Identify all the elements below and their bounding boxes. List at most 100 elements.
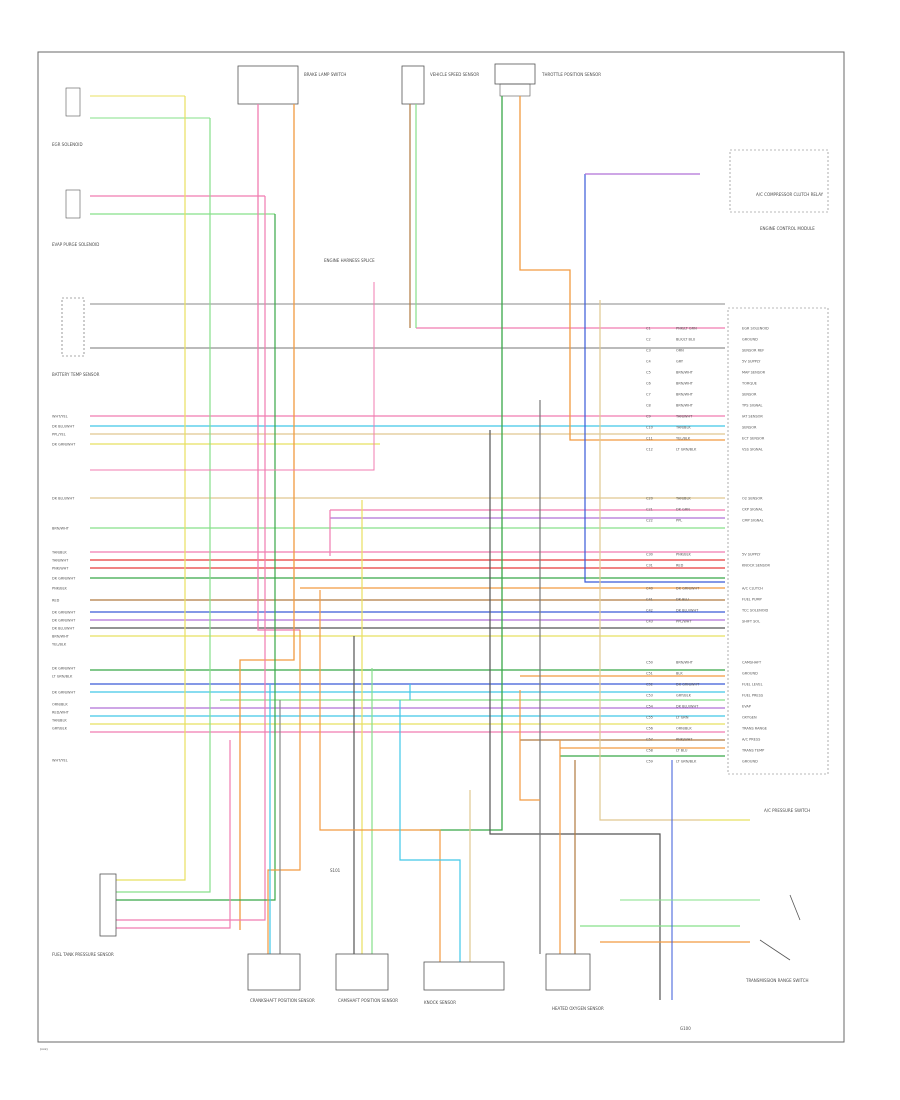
ecm-pin-code: C7 (646, 393, 651, 397)
oxygen-sensor: HEATED OXYGEN SENSOR (545, 953, 604, 1011)
left-wire-label: DK GRN/WHT (52, 691, 76, 695)
camshaft-sensor-label: CAMSHAFT POSITION SENSOR (338, 998, 398, 1003)
left-wire-label: WHT/YEL (52, 415, 68, 419)
left-wire-label: DK BLU/WHT (52, 627, 75, 631)
ecm-pin-desc: TORQUE (741, 382, 757, 386)
vehicle-speed-sensor-label: VEHICLE SPEED SENSOR (430, 72, 479, 77)
oxygen-sensor-label: HEATED OXYGEN SENSOR (552, 1006, 604, 1011)
ecm-pin-code: C12 (646, 448, 653, 452)
ecm-pin-desc: FUEL PUMP (742, 598, 762, 602)
ecm-pin-code: C20 (646, 497, 653, 501)
ecm-pin-code: C52 (646, 683, 653, 687)
ecm-pin-code: C9 (646, 415, 651, 419)
ecm-pin-code: C1 (646, 327, 651, 331)
ecm-pin-wire: GRY/BLK (676, 694, 692, 698)
ecm-pin-code: C22 (646, 519, 653, 523)
ecm-label: ENGINE CONTROL MODULE (760, 226, 815, 231)
brake-lamp-switch: BRAKE LAMP SWITCH (237, 65, 346, 105)
ecm-pin-wire: BLK/LT BLU (676, 338, 696, 342)
ecm-pin-desc: SENSOR (742, 426, 757, 430)
ecm-pin-wire: ORN (676, 349, 684, 353)
ecm-pin-code: C31 (646, 564, 653, 568)
ecm-pin-desc: MAP SENSOR (742, 371, 766, 375)
ecm-pin-wire: PPL (676, 519, 682, 523)
left-wire-label: DK GRN/WHT (52, 611, 76, 615)
wire (420, 96, 503, 831)
ecm-pin-wire: LT GRN (676, 716, 689, 720)
left-wire-label: LT GRN/BLK (52, 675, 73, 679)
ecm-pin-desc: OXYGEN (742, 716, 757, 720)
ecm-pin-wire: BRN/WHT (676, 371, 694, 375)
ecm-pin-code: C41 (646, 598, 653, 602)
ecm-pin-code: C6 (646, 382, 651, 386)
ecm-pin-wire: DK BLU/WHT (676, 705, 699, 709)
ecm-pin-desc: TRANS RANGE (741, 727, 767, 731)
crankshaft-sensor-label: CRANKSHAFT POSITION SENSOR (250, 998, 315, 1003)
trans-range-switch-label: TRANSMISSION RANGE SWITCH (745, 978, 809, 983)
wire (599, 300, 700, 821)
ecm-pin-code: C59 (646, 760, 653, 764)
left-wire-label: DK BLU/WHT (52, 425, 75, 429)
throttle-position-sensor: THROTTLE POSITION SENSOR (494, 63, 601, 97)
left-wire-label: GRY/BLK (52, 727, 68, 731)
ecm-pin-wire: GRY (676, 360, 684, 364)
ecm-pin-desc: TPS SIGNAL (741, 404, 763, 408)
left-wire-label: DK GRN/WHT (52, 619, 76, 623)
ecm-pin-desc: KNOCK SENSOR (742, 564, 771, 568)
camshaft-sensor: CAMSHAFT POSITION SENSOR (335, 953, 398, 1003)
left-wire-label: RED (52, 599, 60, 603)
wire (257, 104, 300, 631)
ecm-pin-wire: ORN/BLK (676, 727, 692, 731)
ecm-pin-wire: BRN/WHT (676, 661, 694, 665)
brake-lamp-switch-label: BRAKE LAMP SWITCH (304, 72, 346, 77)
ecm-pin-wire: TAN/BLK (675, 497, 691, 501)
footer-code: (xxx) (40, 1047, 48, 1051)
ecm-pin-desc: GROUND (742, 760, 758, 764)
ground-label: G100 (680, 1026, 691, 1031)
crankshaft-sensor: CRANKSHAFT POSITION SENSOR (247, 953, 315, 1003)
ecm-pin-desc: SENSOR REF (742, 349, 764, 353)
ecm-pin-code: C56 (646, 727, 653, 731)
ecm-pin-desc: EGR SOLENOID (742, 327, 769, 331)
ecm-pin-wire: BRN/WHT (676, 404, 694, 408)
ecm-pin-wire: YEL/BLK (676, 437, 691, 441)
diagram-border (37, 51, 845, 1043)
ac-pressure-switch: A/C PRESSURE SWITCH (764, 808, 810, 813)
ecm-pin-wire: LT BLU (676, 749, 688, 753)
wire-layer (90, 95, 760, 1000)
left-wire-label: DK BLU/WHT (52, 497, 75, 501)
ecm-pin-desc: CMP SIGNAL (742, 519, 764, 523)
ac-compressor-relay: A/C COMPRESSOR CLUTCH RELAY (729, 149, 829, 213)
ecm-pin-wire: BLK (676, 672, 683, 676)
egr-solenoid: EGR SOLENOID (52, 87, 83, 147)
ecm-pin-desc: GROUND (742, 672, 758, 676)
ecm-pin-desc: TRANS TEMP (741, 749, 764, 753)
ecm-pin-wire: RED (676, 564, 684, 568)
ecm-pin-wire: TAN/WHT (675, 415, 693, 419)
ac-compressor-relay-label: A/C COMPRESSOR CLUTCH RELAY (756, 192, 824, 197)
wire (90, 282, 375, 471)
ecm-pin-desc: SHIFT SOL (742, 620, 760, 624)
wire (399, 700, 461, 962)
ecm-pin-wire: DK BLU/WHT (676, 609, 699, 613)
egr-solenoid-label: EGR SOLENOID (52, 142, 83, 147)
fuel-tank-sensor-label: FUEL TANK PRESSURE SENSOR (52, 952, 114, 957)
ecm-pin-wire: BRN/WHT (676, 382, 694, 386)
ecm-pin-code: C10 (646, 426, 653, 430)
left-wire-label: RED/WHT (52, 711, 70, 715)
ecm-pin-code: C58 (646, 749, 653, 753)
ecm-pin-code: C57 (646, 738, 653, 742)
evap-solenoid-label: EVAP PURGE SOLENOID (52, 242, 99, 247)
vehicle-speed-sensor: VEHICLE SPEED SENSOR (401, 65, 479, 105)
junction-label: S101 (330, 868, 341, 873)
left-wire-label: TAN/WHT (51, 559, 69, 563)
ecm-pin-code: C5 (646, 371, 651, 375)
ecm-pin-desc: A/C PRESS (742, 738, 761, 742)
ecm-pin-wire: DK GRN/WHT (676, 683, 700, 687)
knock-sensor-label: KNOCK SENSOR (424, 1000, 456, 1005)
ecm-pin-wire: PNK/WHT (676, 738, 693, 742)
ecm-pin-desc: 5V SUPPLY (742, 360, 761, 364)
wire (116, 196, 266, 921)
